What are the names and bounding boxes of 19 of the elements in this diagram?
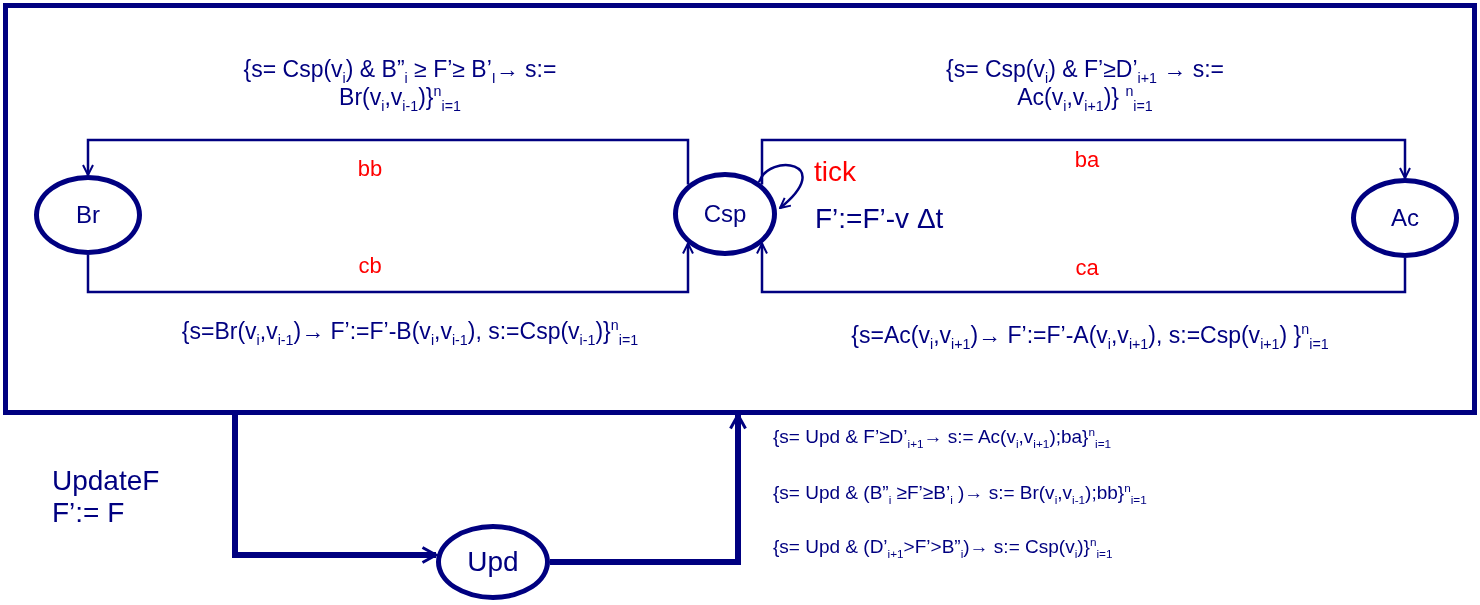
transition-arrow: [232, 415, 438, 564]
transition-arrow: [760, 138, 1411, 185]
edge-label: UpdateF F’:= F: [52, 465, 161, 530]
transition-arrow: [86, 242, 694, 294]
edge-label: ca: [1075, 255, 1099, 281]
edge-label: tick: [814, 156, 856, 189]
update-rule: F’:=F’-v Δt: [815, 202, 944, 236]
state-name: Csp: [703, 200, 747, 228]
edge-label: cb: [358, 253, 382, 279]
transition-arrow: [550, 413, 747, 565]
transition-arrow: [82, 138, 690, 185]
edge-label: bb: [357, 156, 383, 182]
state-name: Upd: [467, 546, 519, 578]
self-loop-arrow: [757, 164, 804, 209]
state-name: Br: [76, 201, 100, 229]
edge-label: ba: [1074, 147, 1100, 173]
state-name: Ac: [1391, 204, 1419, 232]
transition-arrow: [756, 242, 1407, 294]
state-machine-frame: [3, 3, 1477, 415]
